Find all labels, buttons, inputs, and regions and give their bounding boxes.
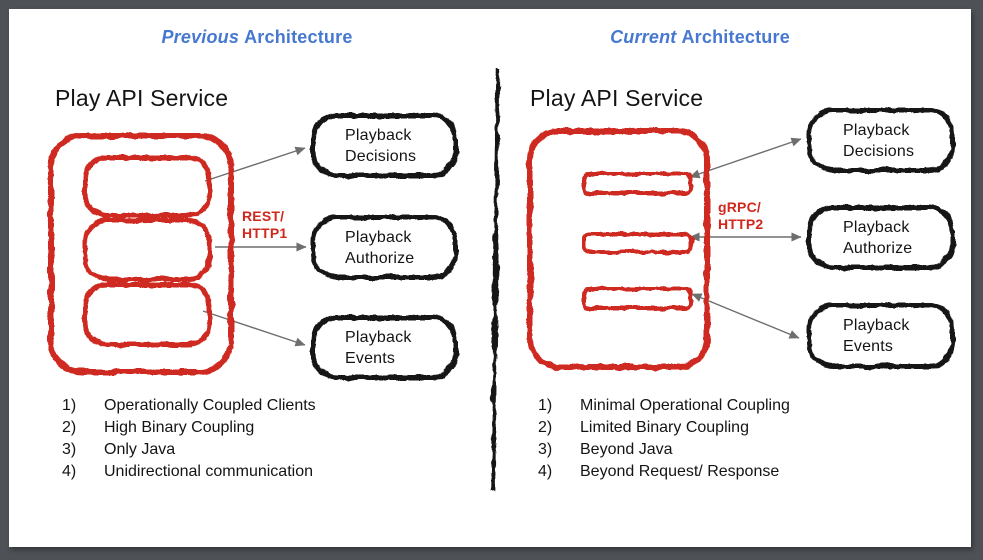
- previous-service-box-events: Playback Events: [311, 315, 458, 380]
- service-line-1: Playback: [345, 126, 412, 144]
- previous-service-box-authorize: Playback Authorize: [311, 215, 458, 280]
- list-item: 1) Minimal Operational Coupling: [538, 395, 790, 417]
- service-label: Playback Decisions: [807, 108, 955, 173]
- service-label: Playback Events: [311, 315, 458, 380]
- previous-client-slot-1: [83, 155, 212, 218]
- previous-panel-heading: Play API Service: [55, 85, 229, 111]
- current-endpoint-bar-1: [582, 172, 693, 195]
- current-panel-heading: Play API Service: [530, 85, 704, 111]
- previous-protocol-label: REST/ HTTP1: [242, 208, 287, 242]
- title-word: Architecture: [681, 27, 790, 47]
- list-text: Beyond Java: [580, 441, 673, 458]
- current-protocol-label: gRPC/ HTTP2: [718, 199, 763, 233]
- list-number: 2): [538, 419, 553, 436]
- protocol-line-1: REST/: [242, 208, 285, 224]
- list-item: 1) Operationally Coupled Clients: [62, 395, 316, 417]
- service-line-1: Playback: [843, 121, 910, 139]
- service-line-1: Playback: [345, 228, 412, 246]
- list-number: 3): [538, 441, 553, 458]
- service-line-2: Events: [345, 349, 396, 367]
- previous-client-slot-2: [83, 218, 212, 282]
- previous-notes-list: 1) Operationally Coupled Clients 2) High…: [62, 395, 316, 483]
- list-item: 4) Unidirectional communication: [62, 461, 316, 483]
- box-border: [807, 108, 955, 173]
- box-border: [807, 205, 955, 270]
- service-line-2: Authorize: [843, 239, 913, 257]
- current-notes-list: 1) Minimal Operational Coupling 2) Limit…: [538, 395, 790, 483]
- title-italic-word: Previous: [161, 27, 240, 47]
- current-endpoint-bar-2: [582, 232, 693, 254]
- list-text: Operationally Coupled Clients: [104, 397, 316, 414]
- previous-service-box-decisions: Playback Decisions: [311, 113, 458, 178]
- box-border: [807, 303, 955, 369]
- list-text: High Binary Coupling: [104, 419, 255, 436]
- list-item: 3) Beyond Java: [538, 439, 790, 461]
- service-label: Playback Events: [807, 303, 955, 369]
- list-number: 1): [62, 397, 77, 414]
- service-label: Playback Authorize: [311, 215, 458, 280]
- protocol-line-2: HTTP2: [718, 216, 764, 232]
- current-endpoint-bar-3: [582, 287, 693, 310]
- list-text: Minimal Operational Coupling: [580, 397, 790, 414]
- list-number: 3): [62, 441, 77, 458]
- list-item: 2) Limited Binary Coupling: [538, 417, 790, 439]
- box-border: [311, 113, 458, 178]
- box-border: [311, 215, 458, 280]
- service-line-1: Playback: [843, 317, 910, 334]
- current-service-container: [527, 128, 710, 370]
- service-line-1: Playback: [843, 218, 910, 236]
- list-item: 2) High Binary Coupling: [62, 417, 316, 439]
- service-label: Playback Authorize: [807, 205, 955, 270]
- current-service-box-authorize: Playback Authorize: [807, 205, 955, 270]
- list-item: 4) Beyond Request/ Response: [538, 461, 790, 483]
- current-service-box-decisions: Playback Decisions: [807, 108, 955, 173]
- list-number: 4): [62, 463, 77, 480]
- box-border: [311, 315, 458, 380]
- list-number: 4): [538, 463, 553, 480]
- previous-client-container: [48, 133, 234, 375]
- list-item: 3) Only Java: [62, 439, 316, 461]
- previous-client-slot-3: [83, 282, 212, 347]
- list-text: Unidirectional communication: [104, 463, 313, 480]
- list-number: 1): [538, 397, 553, 414]
- list-text: Only Java: [104, 441, 176, 458]
- service-line-2: Decisions: [345, 147, 417, 165]
- arrows: [202, 137, 802, 347]
- protocol-line-2: HTTP1: [242, 225, 288, 241]
- divider-line: [490, 68, 501, 492]
- title-word: Architecture: [244, 27, 353, 47]
- list-number: 2): [62, 419, 77, 436]
- service-line-1: Playback: [345, 328, 412, 346]
- protocol-line-1: gRPC/: [718, 199, 761, 215]
- service-line-2: Events: [843, 338, 894, 355]
- list-text: Beyond Request/ Response: [580, 463, 780, 480]
- title-italic-word: Current: [610, 27, 677, 47]
- service-line-2: Authorize: [345, 249, 415, 267]
- service-label: Playback Decisions: [311, 113, 458, 178]
- service-line-2: Decisions: [843, 142, 915, 160]
- current-service-box-events: Playback Events: [807, 303, 955, 369]
- list-text: Limited Binary Coupling: [580, 419, 749, 436]
